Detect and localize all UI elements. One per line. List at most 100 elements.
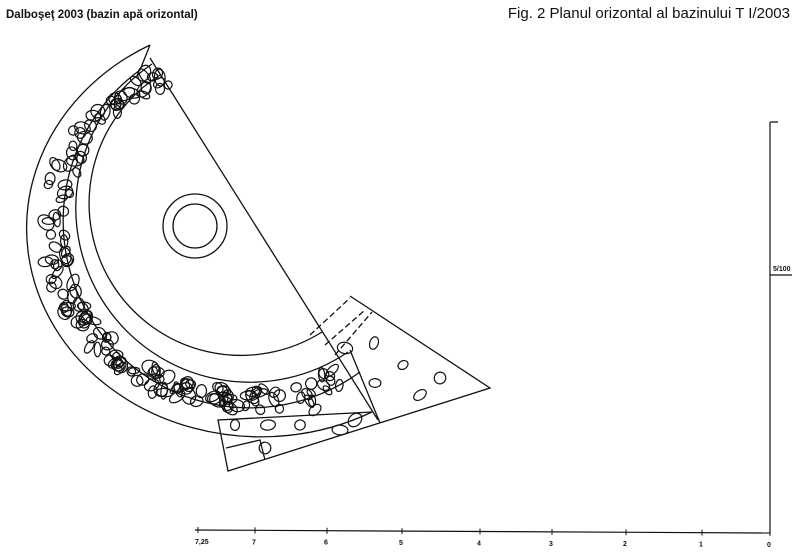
stone — [205, 390, 221, 403]
stone — [108, 92, 122, 106]
stone — [260, 419, 276, 431]
stone — [306, 388, 316, 398]
stone — [255, 404, 266, 416]
stone — [126, 366, 137, 377]
figure-caption: Fig. 2 Planul orizontal al bazinului T I… — [507, 5, 790, 22]
stone — [331, 424, 349, 436]
stone — [128, 93, 140, 105]
stone — [83, 340, 95, 354]
stone — [101, 346, 111, 356]
stone — [37, 256, 54, 268]
stone — [46, 281, 57, 293]
scale-tick-label: 1 — [699, 542, 703, 549]
scale-tick-label: 7,25 — [195, 539, 209, 546]
stone — [66, 286, 78, 305]
stone — [60, 253, 75, 268]
stone — [92, 326, 107, 340]
basin-wall-top-edge — [139, 44, 151, 71]
stone — [153, 382, 169, 398]
stone — [75, 318, 90, 332]
stone — [113, 361, 127, 376]
stone — [433, 371, 447, 385]
stone — [216, 385, 232, 397]
stone — [130, 374, 144, 387]
stone — [57, 205, 70, 217]
stone — [296, 391, 306, 404]
stone — [324, 370, 336, 382]
scale-tick-label: 2 — [623, 541, 627, 548]
channel-dashed-line-3 — [334, 311, 373, 356]
stone — [151, 67, 164, 80]
stone — [181, 376, 194, 390]
stone — [304, 377, 318, 390]
stone — [258, 441, 272, 455]
stone — [308, 403, 322, 417]
stone — [221, 393, 238, 405]
stone — [147, 385, 158, 399]
stone — [368, 336, 380, 350]
scale-tick-label: 5 — [399, 540, 403, 547]
stone — [59, 234, 69, 248]
stone — [67, 125, 79, 136]
stone — [229, 419, 241, 431]
stone — [336, 341, 354, 355]
stone — [241, 400, 251, 412]
stone — [268, 391, 280, 408]
stone — [51, 158, 68, 173]
stone — [99, 103, 111, 121]
stone — [66, 154, 85, 167]
stone — [223, 401, 238, 416]
extension-outline — [217, 295, 492, 472]
scale-tick-label: 3 — [549, 541, 553, 548]
stone — [76, 130, 93, 145]
stones-group — [37, 64, 447, 455]
scale-tick-label: 0 — [767, 542, 771, 549]
stone — [48, 241, 63, 253]
stone — [152, 77, 166, 89]
stone — [101, 332, 112, 343]
stone — [103, 354, 116, 367]
stone — [57, 303, 72, 321]
stone — [136, 373, 150, 386]
stone — [269, 386, 281, 398]
stone — [322, 385, 333, 396]
stone — [245, 389, 260, 405]
stone — [154, 82, 166, 95]
stone — [138, 90, 151, 100]
stone — [78, 310, 93, 329]
basin-diameter-line — [149, 57, 379, 421]
central-well-inner — [172, 203, 218, 249]
stone — [60, 306, 75, 318]
stone — [168, 390, 186, 404]
stone — [44, 172, 56, 186]
stone — [290, 382, 302, 393]
scale-vertical-tick — [770, 121, 792, 276]
stone — [76, 143, 90, 157]
stone — [57, 179, 73, 191]
stone — [109, 349, 124, 360]
scale-bar-line — [194, 529, 771, 534]
basin-wall-inner — [62, 69, 361, 409]
stone — [49, 156, 61, 172]
stone — [41, 217, 56, 226]
basin-wall-outer — [25, 44, 373, 438]
scale-tick-label: 7 — [252, 539, 256, 546]
stone — [179, 377, 191, 391]
stone — [48, 275, 63, 290]
stone — [68, 140, 78, 152]
stone — [163, 80, 173, 90]
channel-dashed-line — [309, 297, 351, 336]
stone — [69, 283, 82, 299]
stone — [397, 359, 409, 371]
figure-site-title: Dalboşeţ 2003 (bazin apă orizontal) — [6, 9, 198, 21]
stone — [347, 412, 363, 428]
stone — [56, 185, 74, 200]
stone — [44, 254, 60, 266]
stone — [325, 363, 339, 377]
stone — [303, 394, 315, 409]
stone — [179, 382, 194, 395]
extension-divider — [349, 349, 381, 424]
stone — [57, 288, 69, 300]
basin-inner-rim — [88, 74, 323, 356]
